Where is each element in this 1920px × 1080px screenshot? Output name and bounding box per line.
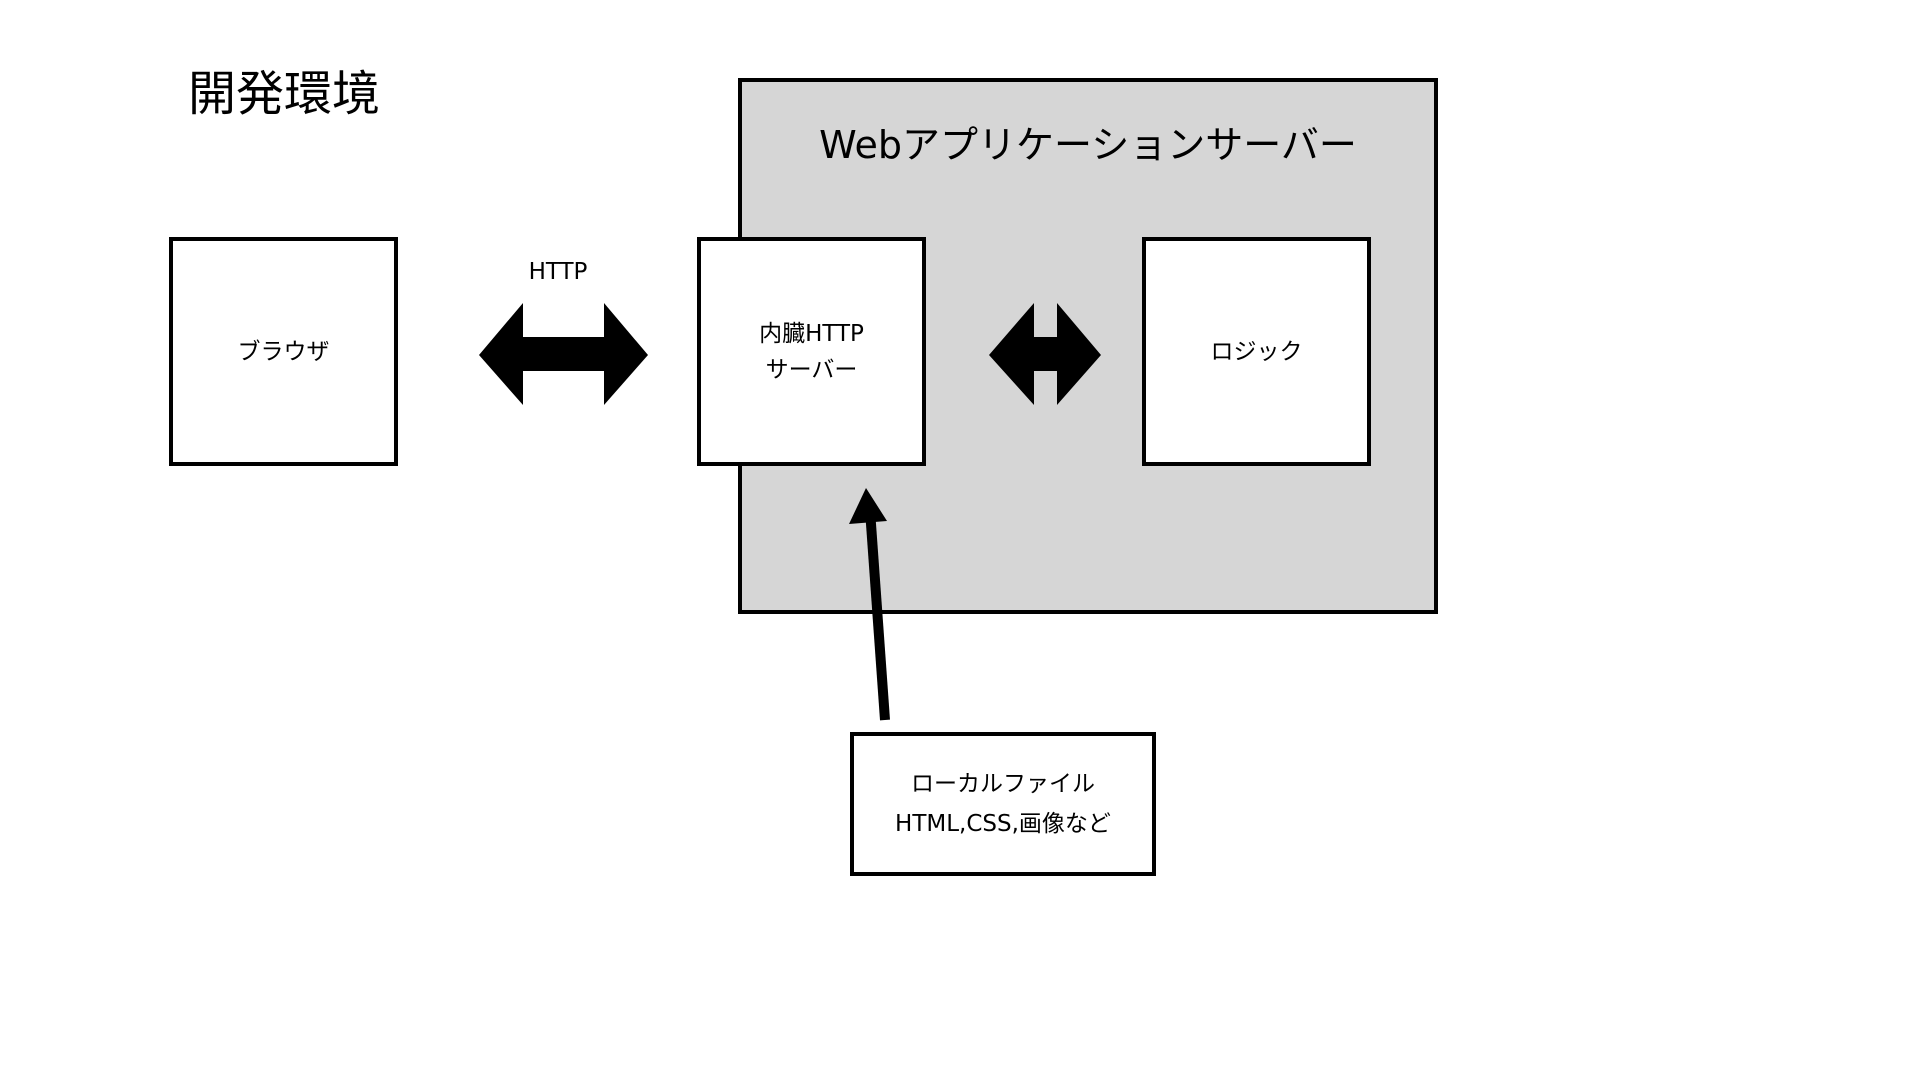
logic-box: ロジック	[1142, 237, 1371, 466]
browser-box: ブラウザ	[169, 237, 398, 466]
browser-label: ブラウザ	[237, 338, 330, 365]
logic-label: ロジック	[1210, 338, 1303, 365]
local-file-box: ローカルファイル HTML,CSS,画像など	[850, 732, 1156, 876]
web-app-server-title: Webアプリケーションサーバー	[819, 123, 1357, 167]
http-label: HTTP	[528, 259, 588, 285]
http-double-arrow	[479, 303, 648, 405]
builtin-http-server-label-line2: サーバー	[765, 356, 858, 383]
local-file-label-line1: ローカルファイル	[911, 771, 1095, 797]
builtin-http-server-label-line1: 内臓HTTP	[759, 320, 864, 347]
local-file-label-line2: HTML,CSS,画像など	[895, 811, 1111, 837]
builtin-http-server-box: 内臓HTTP サーバー	[697, 237, 926, 466]
diagram-title: 開発環境	[188, 66, 381, 122]
